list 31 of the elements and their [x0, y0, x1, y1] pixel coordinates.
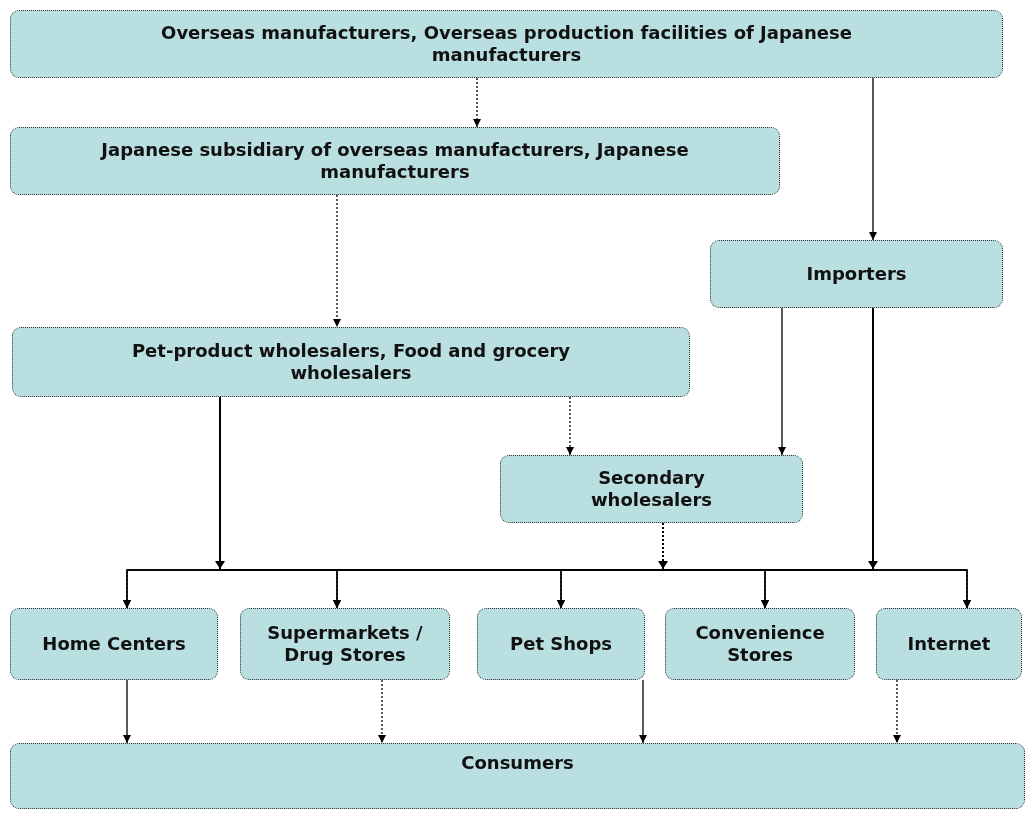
box-label: Overseas manufacturers, Overseas production facilities of Japanese manufacturers — [160, 21, 853, 67]
process-box — [240, 608, 450, 680]
arrow — [378, 679, 386, 744]
arrow — [566, 396, 574, 456]
box-label: Importers — [806, 262, 907, 286]
arrow — [893, 679, 901, 744]
box-label: Pet-product wholesalers, Food and grocery wholesalers — [130, 339, 572, 385]
process-box — [10, 127, 780, 195]
box-label: Internet — [907, 632, 991, 656]
arrow — [473, 77, 481, 128]
box-label: Pet Shops — [510, 632, 612, 656]
arrow — [123, 679, 131, 744]
process-box — [10, 608, 218, 680]
process-box — [710, 240, 1003, 308]
arrow — [639, 679, 647, 744]
process-box — [477, 608, 645, 680]
process-box — [500, 455, 803, 523]
box-label: Secondary wholesalers — [590, 466, 713, 512]
box-label: Home Centers — [42, 632, 186, 656]
process-box — [665, 608, 855, 680]
process-box — [10, 10, 1003, 78]
box-label: Japanese subsidiary of overseas manufacturers, Japanese manufacturers — [99, 138, 690, 184]
box-label: Consumers — [461, 752, 574, 775]
box-label: Supermarkets / Drug Stores — [266, 621, 424, 667]
arrow — [869, 77, 877, 241]
process-box — [12, 327, 690, 397]
process-box — [876, 608, 1022, 680]
box-label: Convenience Stores — [694, 621, 826, 667]
process-box — [10, 743, 1025, 809]
arrow — [778, 307, 786, 456]
arrow — [333, 194, 341, 328]
